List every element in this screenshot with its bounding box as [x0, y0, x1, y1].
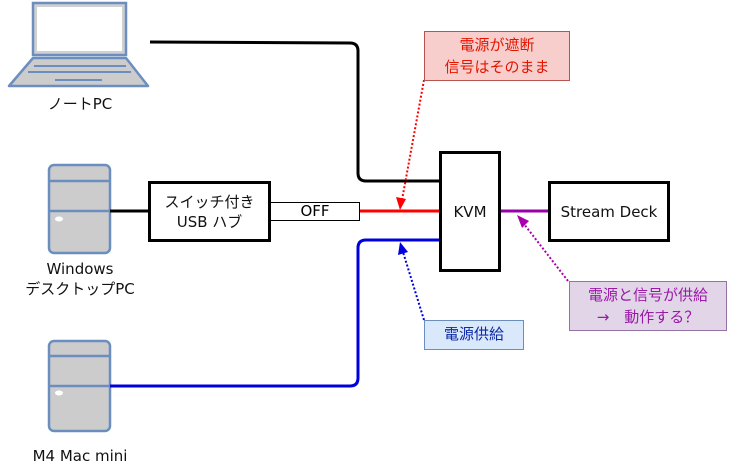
power-and-signal-note: 電源と信号が供給 → 動作する？: [569, 281, 727, 331]
power-and-signal-note-line1: 電源と信号が供給: [587, 286, 708, 304]
power-cut-note: 電源が遮断 信号はそのまま: [424, 31, 570, 81]
usb-hub-label-line2: USB ハブ: [176, 212, 243, 231]
mac-to-kvm-blue-cable: [110, 238, 441, 388]
stream-deck-box: Stream Deck: [548, 181, 670, 242]
off-state-label: OFF: [270, 202, 360, 221]
power-cut-note-line2: 信号はそのまま: [444, 58, 550, 76]
usb-switch-hub-box: スイッチ付き USB ハブ: [148, 181, 271, 242]
power-and-signal-note-line2: → 動作する？: [596, 308, 700, 326]
stream-deck-label: Stream Deck: [560, 202, 658, 221]
windows-desktop-icon: [47, 163, 112, 255]
power-supply-note-text: 電源供給: [443, 325, 504, 343]
power-cut-callout-arrow: [396, 79, 425, 210]
windows-pc-label-line1: Windows: [46, 260, 114, 278]
mac-mini-icon: [47, 339, 112, 433]
laptop-to-kvm-cable: [149, 40, 441, 183]
usb-hub-label-line1: スイッチ付き: [164, 192, 255, 211]
kvm-label: KVM: [453, 202, 487, 221]
laptop-label: ノートPC: [47, 95, 113, 113]
power-and-signal-callout-arrow: [517, 215, 569, 282]
laptop-icon: [7, 1, 150, 88]
power-supply-callout-arrow: [398, 242, 425, 321]
windows-pc-label-line2: デスクトップPC: [25, 280, 135, 298]
kvm-box: KVM: [439, 151, 501, 272]
power-cut-note-line1: 電源が遮断: [459, 36, 535, 54]
power-supply-note: 電源供給: [424, 320, 524, 350]
mac-mini-label: M4 Mac mini: [32, 447, 128, 465]
